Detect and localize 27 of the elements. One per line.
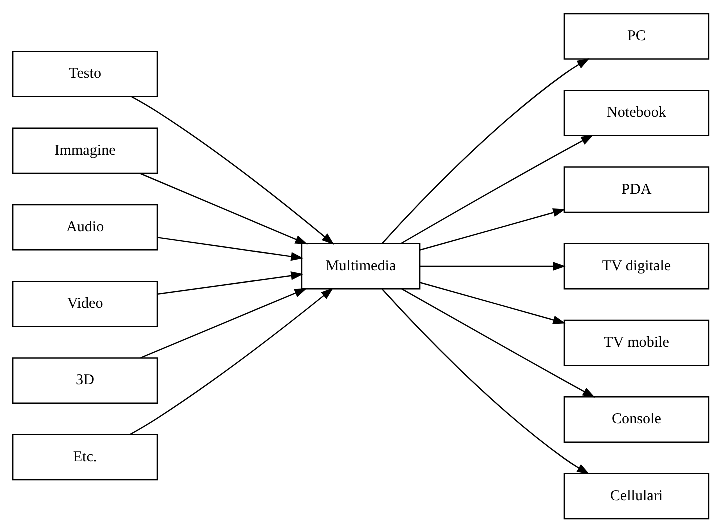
node-box: Audio	[12, 204, 158, 250]
arrow	[130, 288, 334, 435]
node-box: Multimedia	[301, 242, 421, 290]
node-box: 3D	[12, 357, 158, 404]
arrow	[400, 134, 594, 244]
arrow	[158, 271, 304, 294]
node-box: TV digitale	[564, 242, 710, 290]
arrow	[140, 172, 308, 244]
node-box: Cellulari	[564, 472, 710, 520]
node-box: Console	[564, 396, 710, 442]
node-box: PDA	[564, 166, 710, 213]
arrow	[382, 288, 590, 474]
arrow	[132, 96, 334, 244]
arrow	[420, 282, 566, 324]
arrow	[420, 208, 566, 250]
arrow	[402, 288, 596, 398]
node-box: Etc.	[12, 434, 158, 480]
node-box: PC	[564, 12, 710, 60]
node-box: TV mobile	[564, 319, 710, 366]
node-box: Immagine	[12, 127, 158, 174]
arrow	[382, 58, 590, 244]
arrow	[140, 288, 308, 358]
arrow	[420, 262, 566, 270]
arrow	[158, 236, 304, 261]
node-box: Video	[12, 280, 158, 327]
node-box: Testo	[12, 50, 158, 98]
node-box: Notebook	[564, 90, 710, 136]
